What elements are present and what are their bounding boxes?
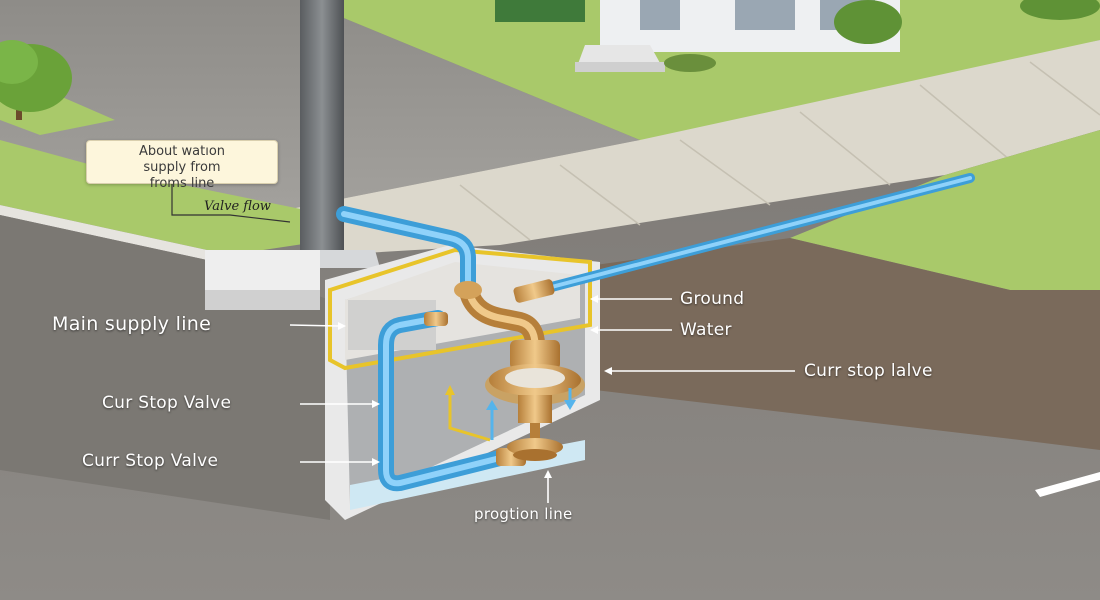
lane-marking xyxy=(1035,472,1100,497)
info-callout: About watıon supply from froms line xyxy=(86,140,278,191)
upper-chamber-outline xyxy=(328,247,592,371)
label-progtion-line: progtion line xyxy=(474,505,573,523)
label-cur-stop-valve: Cur Stop Valve xyxy=(102,393,232,413)
tree-canopy xyxy=(0,40,38,84)
house-window xyxy=(735,0,795,30)
sidewalk xyxy=(260,40,1100,255)
callout-pointer xyxy=(171,184,291,223)
supply-pipes xyxy=(336,173,975,492)
label-curr-stop-lalve: Curr stop lalve xyxy=(804,361,933,381)
label-curr-stop-valve: Curr Stop Valve xyxy=(82,451,219,471)
label-leader-lines xyxy=(289,295,795,503)
house-steps-shadow xyxy=(575,62,665,72)
curb-lawn xyxy=(0,140,330,255)
soil-cross-section xyxy=(595,238,1100,450)
house-window xyxy=(640,0,680,30)
brass-fittings xyxy=(424,279,555,466)
curb-stop-valve xyxy=(485,340,585,461)
label-water: Water xyxy=(680,320,732,340)
flow-arrows xyxy=(445,385,576,442)
flower-bed xyxy=(664,54,716,72)
label-main-supply-line: Main supply line xyxy=(52,313,212,335)
curb-edge xyxy=(0,205,230,265)
label-ground: Ground xyxy=(680,289,745,309)
shrub xyxy=(834,0,902,44)
sidewalk-joints xyxy=(459,61,1100,241)
pole-footing-side xyxy=(205,290,320,310)
hedge xyxy=(495,0,585,22)
callout-text: About watıon supply from froms line xyxy=(138,144,226,191)
shrub xyxy=(1020,0,1100,20)
side-lawn xyxy=(790,130,1100,290)
label-valve-flow: Valve flow xyxy=(204,199,271,214)
